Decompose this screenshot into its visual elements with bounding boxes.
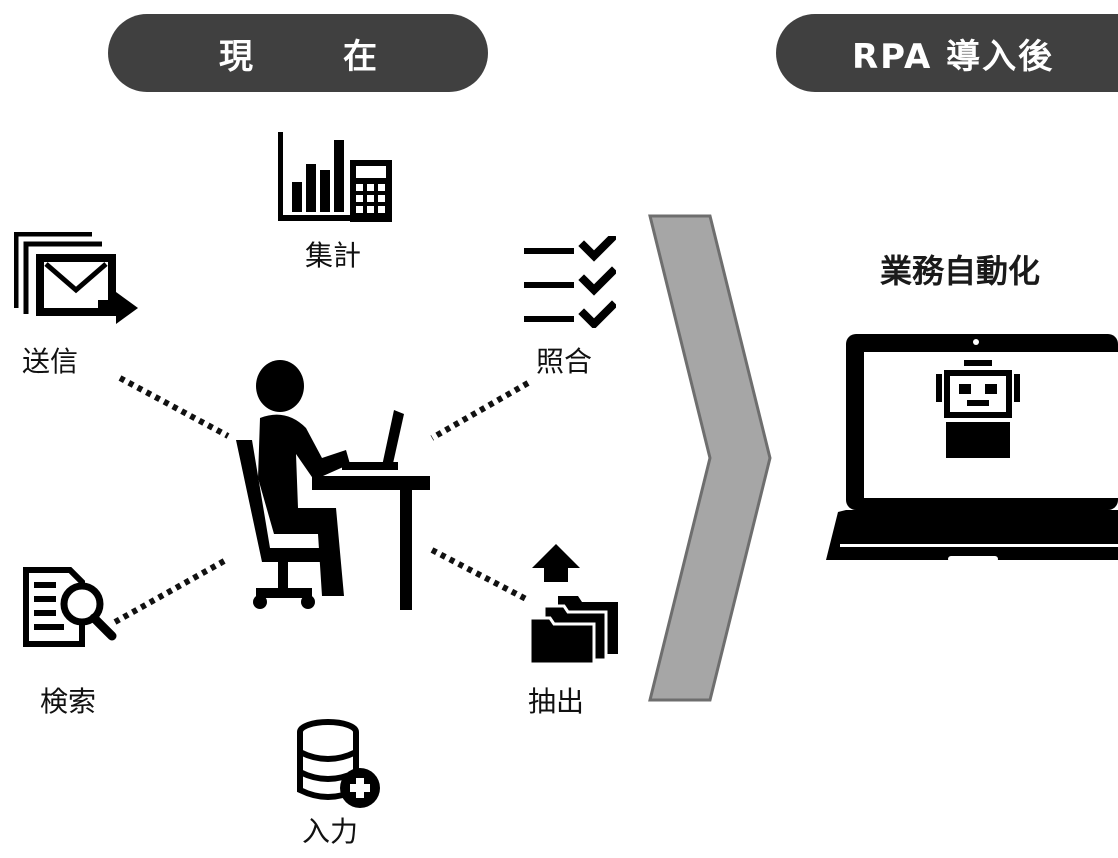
task-label-search: 検索 <box>40 685 97 718</box>
current-state-label: 現 在 <box>219 36 405 77</box>
automation-label: 業務自動化 <box>880 252 1041 290</box>
task-label-aggregate: 集計 <box>305 239 362 272</box>
connector-extract <box>430 547 530 603</box>
mail-send-icon <box>14 232 138 324</box>
robot-icon <box>936 360 1020 458</box>
checklist-icon <box>524 236 616 328</box>
person-at-desk-icon <box>236 360 430 610</box>
connector-verify <box>430 380 530 441</box>
connector-search <box>113 557 228 625</box>
task-label-send: 送信 <box>22 345 79 378</box>
transition-chevron-arrow <box>648 214 772 702</box>
after-rpa-header: RPA 導入後 <box>776 14 1118 92</box>
after-rpa-label: RPA 導入後 <box>852 36 1055 77</box>
laptop-robot-icon <box>826 334 1118 562</box>
chart-calculator-icon <box>278 132 392 222</box>
database-add-icon <box>297 719 380 808</box>
task-label-extract: 抽出 <box>528 685 585 718</box>
current-state-header: 現 在 <box>108 14 488 92</box>
folders-extract-icon <box>528 544 618 666</box>
task-label-input: 入力 <box>302 815 359 848</box>
document-search-icon <box>23 567 117 647</box>
connector-send <box>118 375 230 439</box>
task-label-verify: 照合 <box>536 345 593 378</box>
